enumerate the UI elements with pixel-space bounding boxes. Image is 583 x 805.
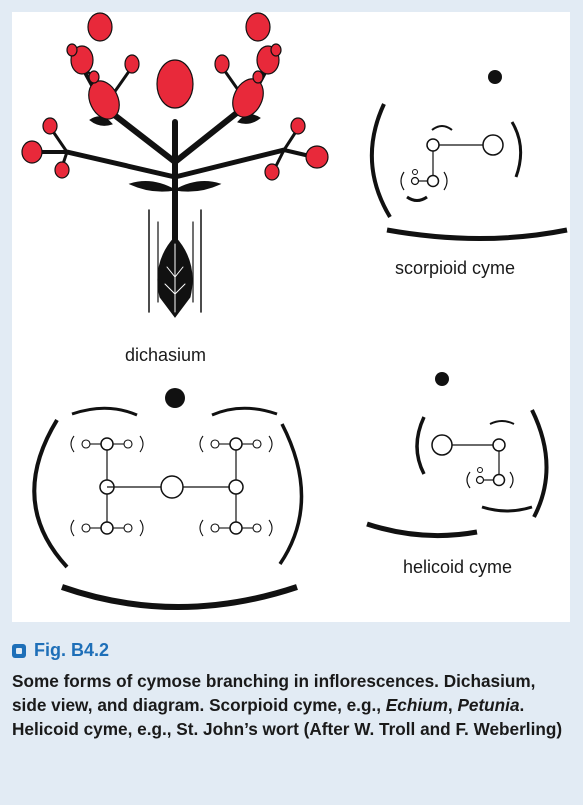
dichasium-diagram (32, 388, 304, 610)
label-scorpioid-cyme: scorpioid cyme (395, 258, 516, 278)
figure-panel: dichasium scorpioid cyme helicoid cyme (12, 12, 570, 622)
caption-sentence-3: . Helicoid cyme, e.g., St. John’s wort (… (12, 695, 563, 739)
caption-sentence-2: Dichasium, side view, and diagram. Scorp… (12, 671, 536, 715)
axis-dot (435, 372, 449, 386)
label-dichasium: dichasium (125, 345, 207, 365)
caption-genus-2: Petunia (457, 695, 520, 715)
caption-separator: , (447, 695, 458, 715)
figure-square-icon (12, 643, 26, 658)
figure-heading: Fig. B4.2 (12, 640, 572, 661)
axis-dot (488, 70, 502, 84)
figure-label: Fig. B4.2 (34, 640, 110, 660)
dichasium-flowers (21, 12, 329, 181)
scorpioid-cyme-diagram (369, 70, 568, 241)
figure-drawing (21, 12, 568, 610)
label-helicoid-cyme: helicoid cyme (403, 557, 513, 577)
figure-caption: Fig. B4.2 Some forms of cymose branching… (12, 640, 572, 741)
helicoid-cyme-diagram (366, 372, 549, 539)
caption-text: Some forms of cymose branching in inflor… (12, 669, 572, 741)
caption-sentence-1: Some forms of cymose branching in inflor… (12, 671, 439, 691)
axis-dot (165, 388, 185, 408)
caption-genus-1: Echium (385, 695, 448, 715)
